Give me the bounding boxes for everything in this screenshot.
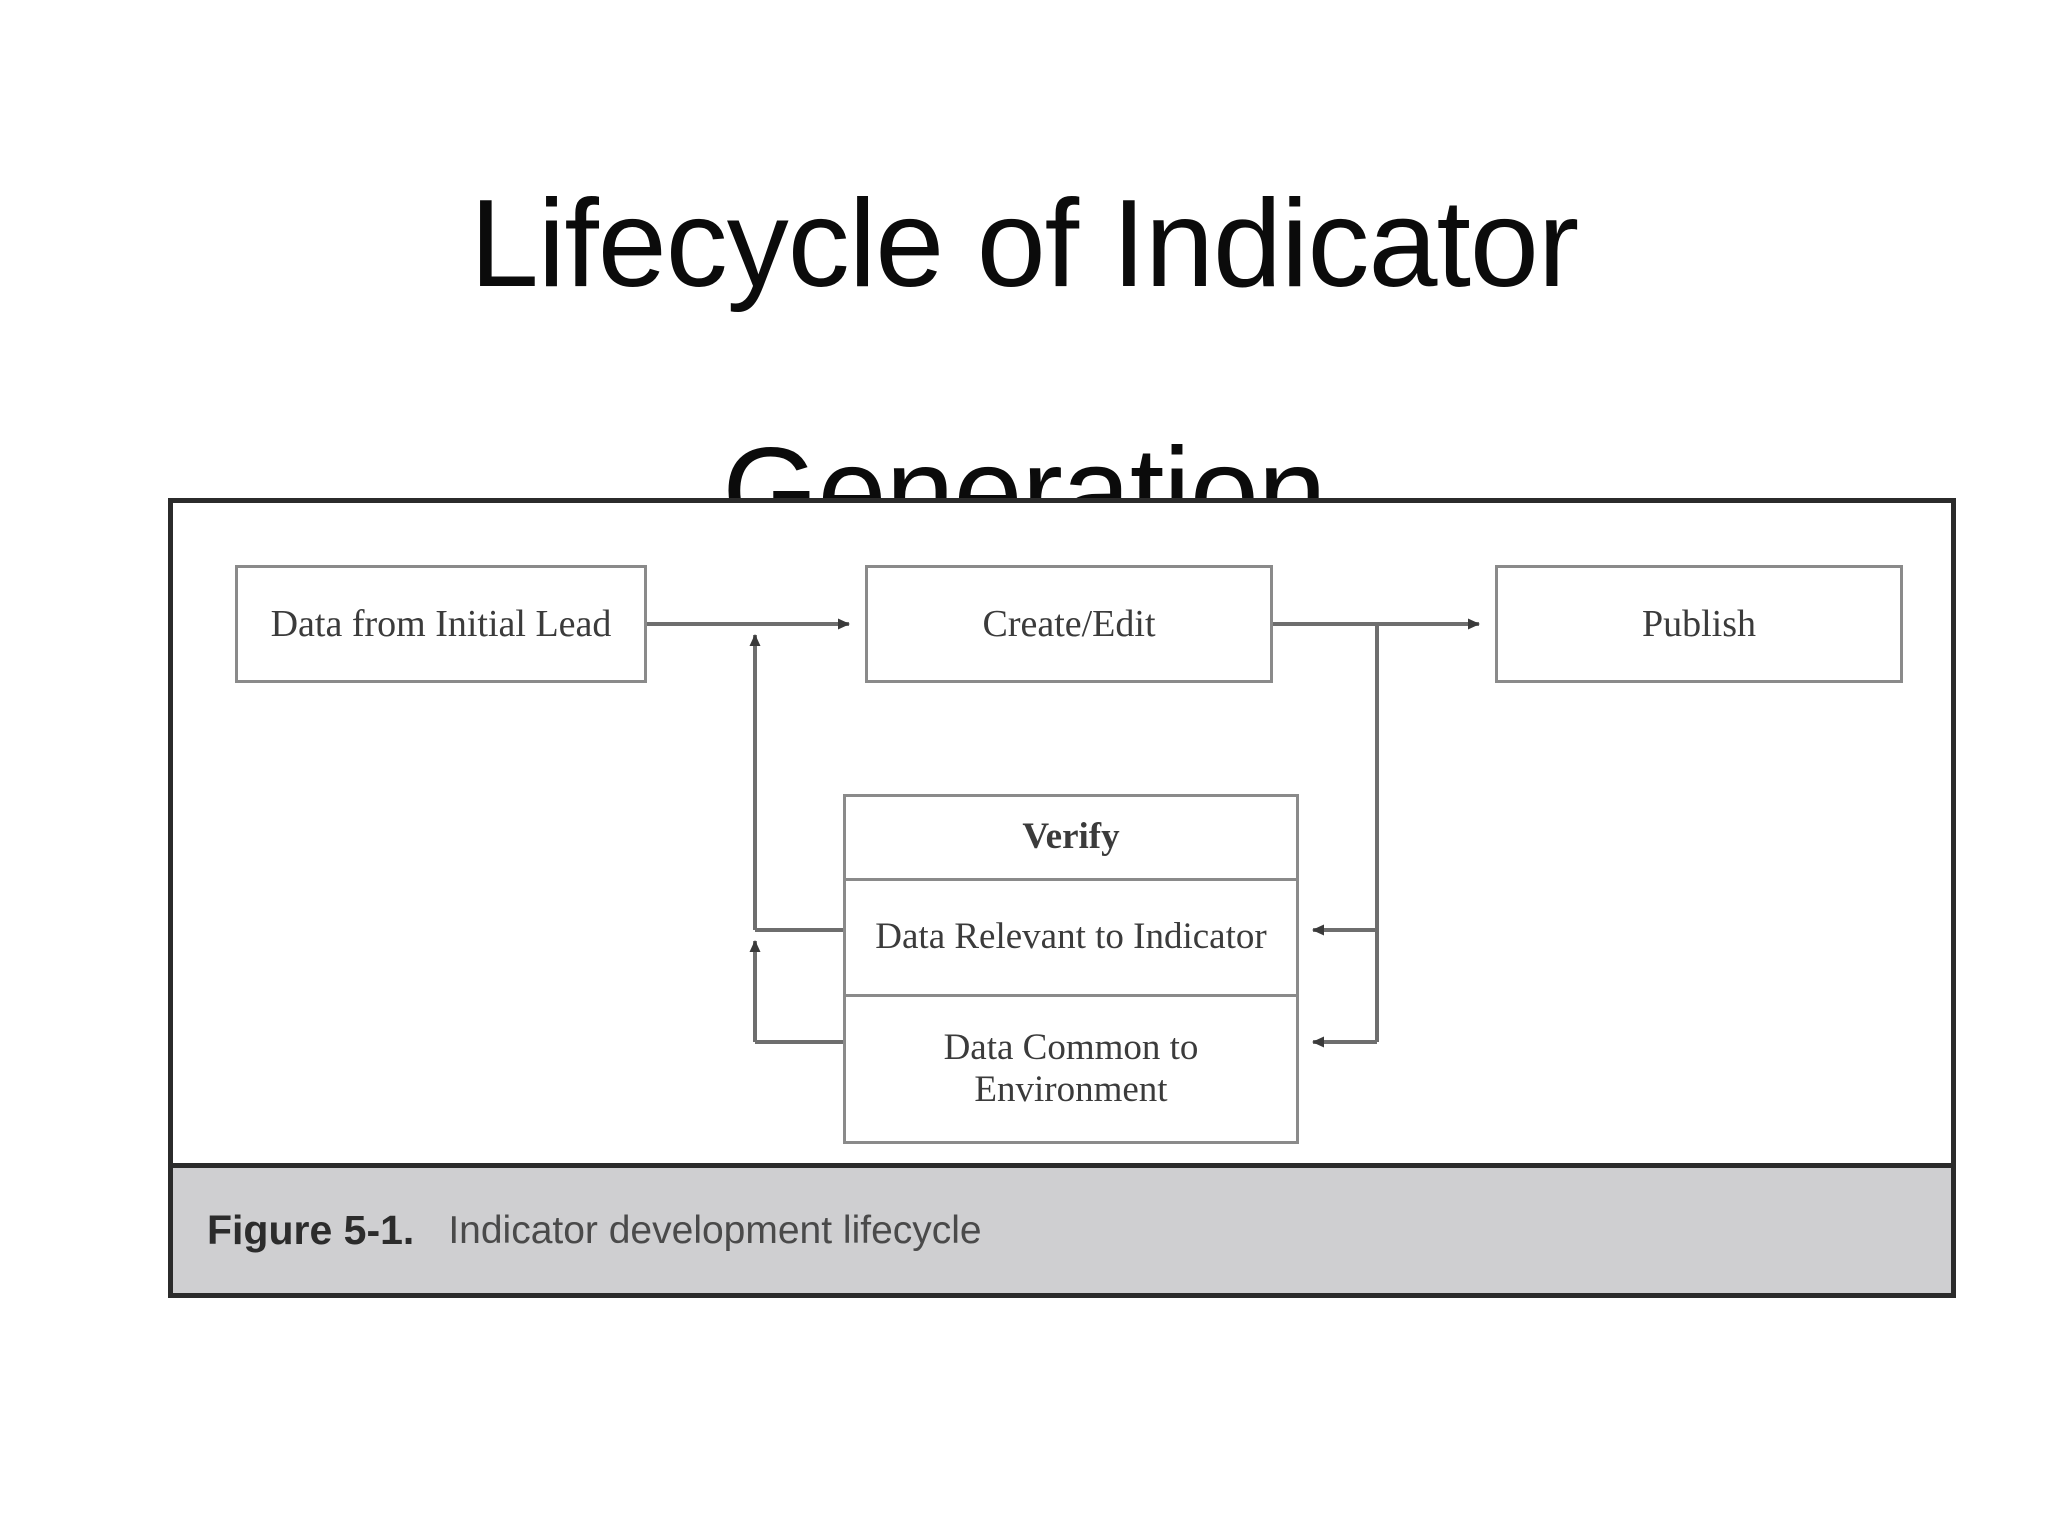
node-create-edit[interactable]: Create/Edit [865, 565, 1273, 683]
node-label: Data from Initial Lead [270, 602, 612, 645]
page-title-line-1: Lifecycle of Indicator [469, 175, 1579, 313]
figure-caption-number: Figure 5-1. [207, 1207, 415, 1253]
figure-caption-text: Indicator development lifecycle [448, 1208, 982, 1252]
node-publish[interactable]: Publish [1495, 565, 1903, 683]
node-label: Publish [1641, 602, 1757, 645]
node-label: Verify [1022, 816, 1120, 858]
figure-caption: Figure 5-1. Indicator development lifecy… [173, 1163, 1951, 1293]
node-data-common-to-environment[interactable]: Data Common to Environment [846, 997, 1296, 1141]
node-label: Data Relevant to Indicator [875, 916, 1267, 958]
diagram-canvas: Data from Initial Lead Create/Edit Publi… [173, 503, 1951, 1163]
node-verify-header[interactable]: Verify [846, 797, 1296, 881]
node-data-relevant-to-indicator[interactable]: Data Relevant to Indicator [846, 881, 1296, 997]
node-data-from-initial-lead[interactable]: Data from Initial Lead [235, 565, 647, 683]
node-label: Create/Edit [982, 602, 1156, 645]
node-label: Data Common to Environment [943, 1026, 1199, 1110]
figure-container: Data from Initial Lead Create/Edit Publi… [168, 498, 1956, 1298]
node-verify-group[interactable]: Verify Data Relevant to Indicator Data C… [843, 794, 1299, 1144]
